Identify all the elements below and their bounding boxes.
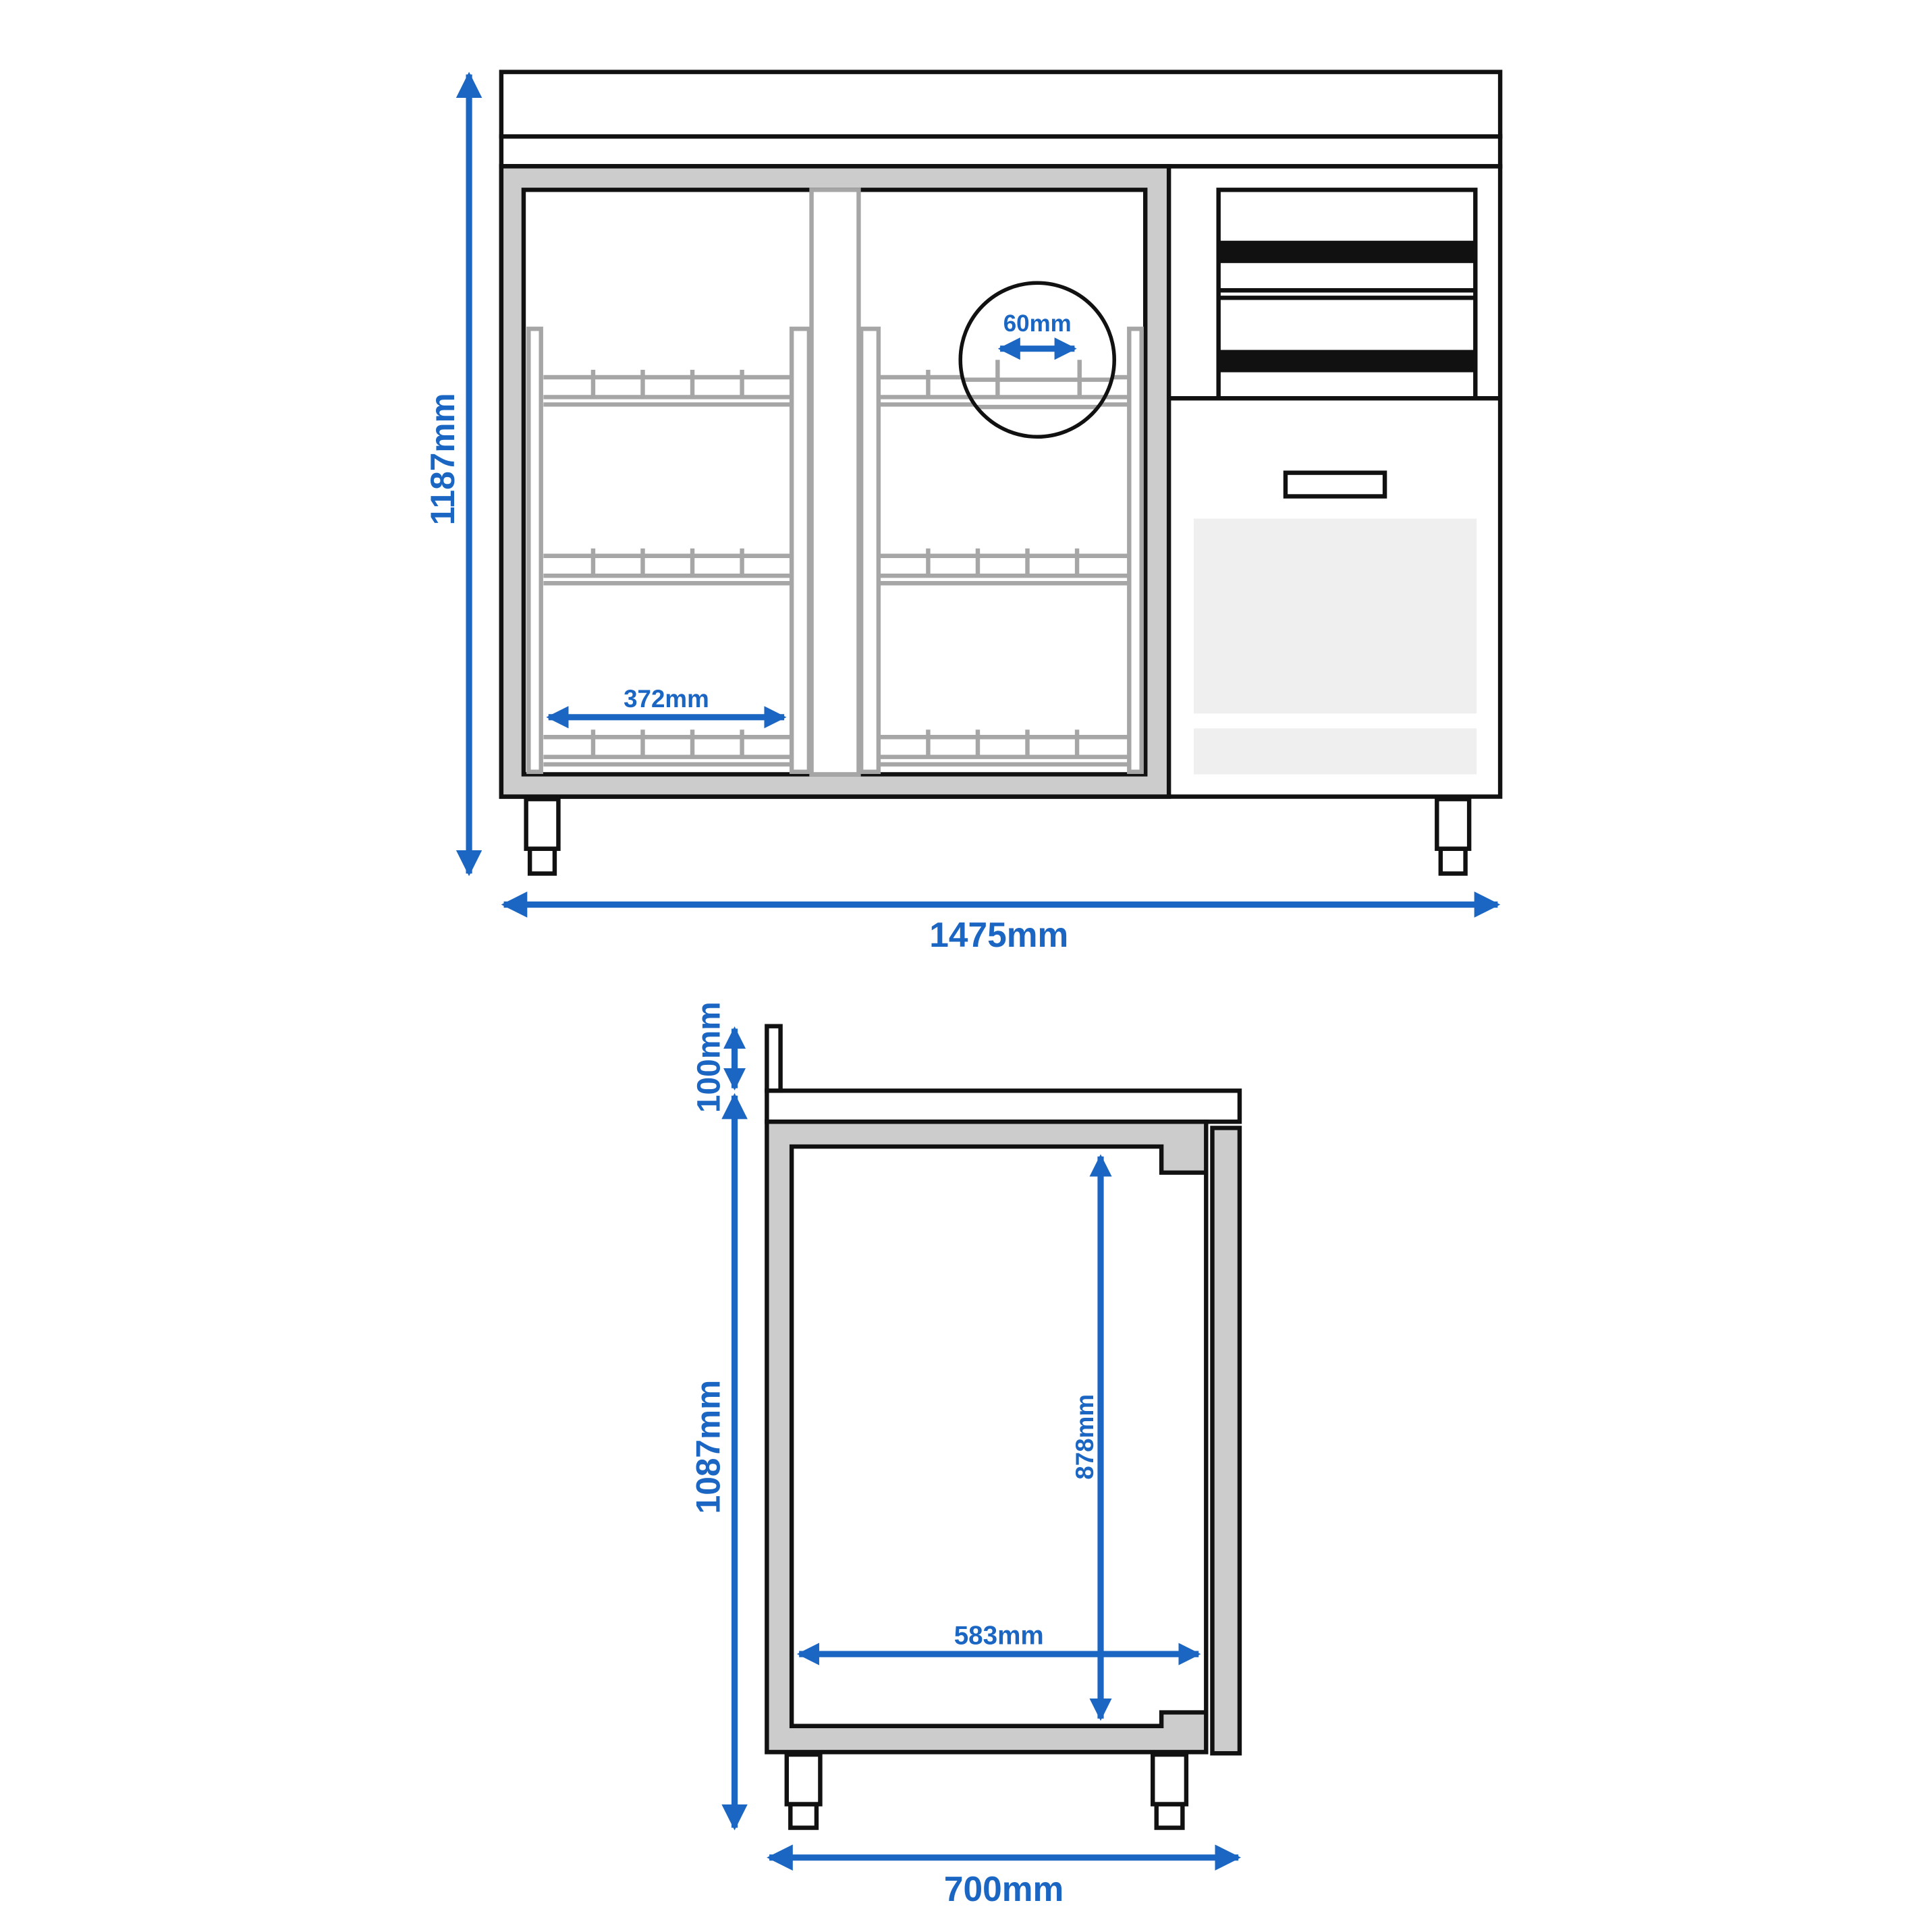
depth-label: 700mm [944,1869,1064,1908]
countertop-upstand [499,70,1503,139]
leg-left-foot [527,846,557,876]
drawer-compartment [1169,188,1501,401]
compressor-panel [1193,470,1477,775]
side-countertop [765,1088,1242,1124]
leg-left [524,796,561,851]
control-display [1283,470,1387,499]
side-view: 878mm 583mm 100mm 1087mm 700mm [689,1001,1242,1908]
shelf-left-1 [543,369,792,407]
shelf-width-label: 372mm [624,685,709,713]
side-door [1210,1126,1242,1756]
countertop [499,134,1503,169]
shelf-right-3 [878,729,1130,767]
glass-interior [526,188,1144,777]
side-leg-back [1151,1752,1189,1806]
height-label: 1187mm [424,393,462,525]
door-mullion [809,188,861,777]
left-shelves [543,369,792,767]
interior-height-label: 878mm [1071,1394,1099,1480]
side-body-shell [765,1120,1209,1755]
rack-detail-callout: 60mm [958,281,1116,439]
interior-depth-label: 583mm [954,1621,1044,1650]
ventilation-grille [1193,518,1477,714]
side-leg-front [784,1752,823,1806]
side-leg-back-foot [1154,1802,1185,1830]
glass-door-frame [499,164,1171,799]
rack-post-left-inner [789,327,812,774]
front-view: 60mm 372mm 1187mm [424,70,1503,954]
rack-post-right-inner [858,327,881,774]
shelf-right-2 [878,548,1130,586]
leg-right [1435,796,1472,851]
rack-spacing-label: 60mm [1003,310,1072,337]
shelf-left-2 [543,548,792,586]
shelf-left-3 [543,729,792,767]
side-leg-front-foot [788,1802,819,1830]
drawer-handle-1 [1218,240,1476,263]
drawer-handle-2 [1218,350,1476,372]
upstand-label: 100mm [691,1001,727,1113]
rack-post-right-outer [1127,327,1144,774]
leg-right-foot [1438,846,1468,876]
front-legs [524,796,1472,876]
side-legs [784,1752,1189,1830]
kick-plate [1193,728,1477,775]
rack-post-left-outer [526,327,543,774]
width-label: 1475mm [929,915,1068,954]
body-height-label: 1087mm [689,1380,727,1514]
side-upstand [765,1024,783,1093]
